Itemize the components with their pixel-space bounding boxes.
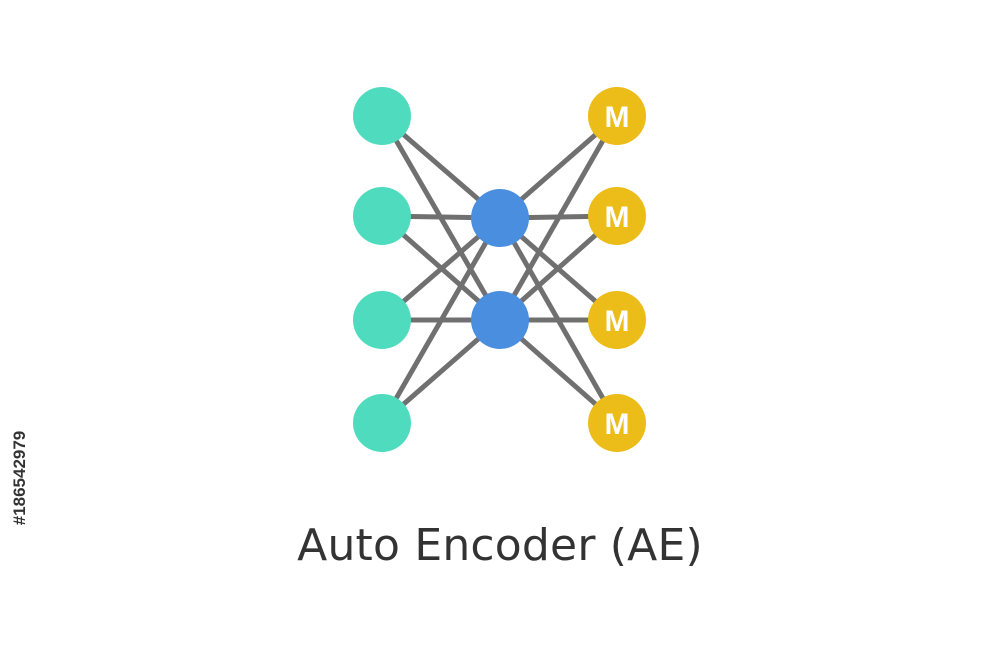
- hidden-node-1: [471, 189, 529, 247]
- connections: [379, 113, 620, 426]
- output-node-4: [588, 394, 646, 452]
- input-node-2: [353, 187, 411, 245]
- hidden-node-2: [471, 291, 529, 349]
- input-node-4: [353, 394, 411, 452]
- output-node-1-label: M: [605, 101, 630, 134]
- edge-input-4-to-hidden-1: [379, 215, 503, 426]
- output-node-2-label: M: [605, 201, 630, 234]
- neurons: M M M M: [353, 87, 646, 452]
- output-node-4-label: M: [605, 408, 630, 441]
- watermark-id: #186542979: [10, 430, 29, 526]
- edge-hidden-2-to-output-1: [497, 113, 620, 323]
- output-node-3: [588, 291, 646, 349]
- input-node-3: [353, 291, 411, 349]
- input-node-1: [353, 87, 411, 145]
- output-node-2: [588, 187, 646, 245]
- output-node-3-label: M: [605, 305, 630, 338]
- diagram-title: Auto Encoder (AE): [297, 520, 703, 571]
- output-node-1: [588, 87, 646, 145]
